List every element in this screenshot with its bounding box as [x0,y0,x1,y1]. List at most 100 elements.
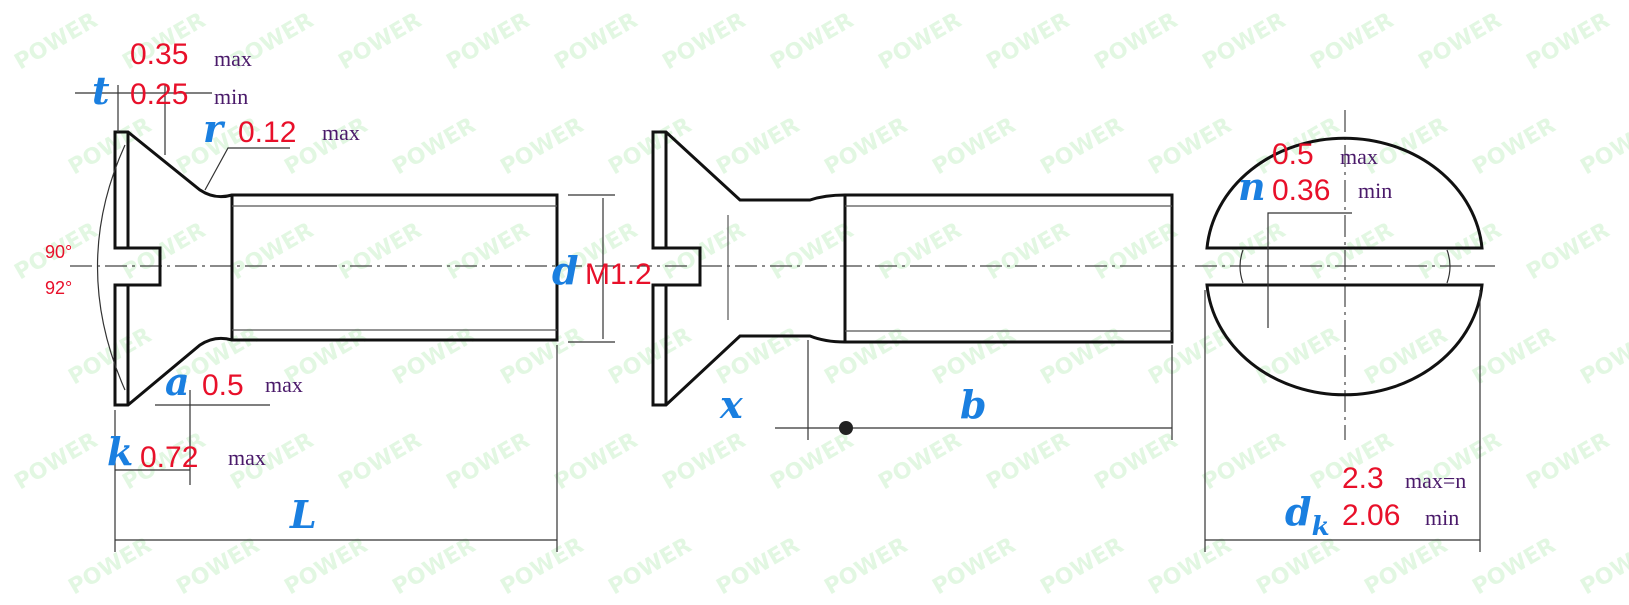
watermark-text: POWER [767,428,858,495]
watermark-text: POWER [713,533,804,600]
watermark-text: POWER [929,113,1020,180]
watermark-text: POWER [1577,113,1629,180]
dk-symbol-main: d [1285,489,1312,534]
b-symbol: b [960,382,987,427]
watermark-text: POWER [11,428,102,495]
x-symbol: x [719,382,744,427]
watermark-text: POWER [605,323,696,390]
watermark-text: POWER [1199,428,1290,495]
watermark-text: POWER [821,533,912,600]
watermark-text: POWER [821,323,912,390]
end-view [1204,136,1484,552]
watermark-text: POWER [1469,323,1560,390]
side-view-left [75,85,615,552]
watermark-text: POWER [1037,323,1128,390]
dk-min-value: 2.06 [1342,499,1400,532]
a-tag: max [265,372,303,397]
dk-symbol: dk [1285,489,1330,542]
watermark-text: POWER [605,533,696,600]
n-min-tag: min [1358,178,1392,203]
a-value: 0.5 [202,369,244,402]
dk-max-value: 2.3 [1342,462,1384,495]
watermark-text: POWER [713,113,804,180]
watermark-text: POWER [983,428,1074,495]
t-min-tag: min [214,84,248,109]
watermark-text: POWER [1037,533,1128,600]
t-max-value: 0.35 [130,38,188,71]
watermark-text: POWER [551,428,642,495]
d-symbol: d [552,248,579,293]
watermark-text: POWER [389,323,480,390]
watermark-text: POWER [281,533,372,600]
watermark-text: POWER [497,323,588,390]
watermark-text: POWER [335,218,426,285]
watermark-text: POWER [1415,8,1506,75]
k-tag: max [228,445,266,470]
watermark-text: POWER [929,323,1020,390]
t-min-value: 0.25 [130,78,188,111]
k-value: 0.72 [140,441,198,474]
dimension-origin-dot [839,421,853,435]
watermark-text: POWER [1523,218,1614,285]
watermark-text: POWER [1469,533,1560,600]
watermark-text: POWER [1361,323,1452,390]
angle-92: 92° [45,278,72,298]
watermark-text: POWER [875,428,966,495]
watermark-text: POWER [1145,533,1236,600]
watermark-text: POWER [1577,533,1629,600]
watermark-text: POWER [1199,8,1290,75]
n-max-value: 0.5 [1272,138,1314,171]
watermark-text: POWER [551,8,642,75]
watermark-text: POWER [389,533,480,600]
dk-min-tag: min [1425,505,1459,530]
watermark-text: POWER [875,8,966,75]
dk-max-tag: max=n [1405,468,1466,493]
watermark-text: POWER [1253,533,1344,600]
watermark-text: POWER [65,323,156,390]
watermark-text: POWER [335,428,426,495]
watermark-text: POWER [1253,323,1344,390]
watermark-text: POWER [1469,113,1560,180]
watermark-text: POWER [713,323,804,390]
watermark-text: POWER [875,218,966,285]
watermark-text: POWER [1307,8,1398,75]
watermark-text: POWER [389,113,480,180]
watermark-text: POWER [1523,428,1614,495]
watermark-text: POWER [497,113,588,180]
watermark-text: POWER [983,218,1074,285]
r-symbol: r [203,106,226,151]
watermark-text: POWER [929,533,1020,600]
t-symbol: t [92,68,110,113]
k-symbol: k [107,429,133,474]
watermark-text: POWER [119,218,210,285]
watermark-text: POWER [1091,8,1182,75]
watermark-text: POWER [1091,218,1182,285]
n-min-value: 0.36 [1272,174,1330,207]
n-max-tag: max [1340,144,1378,169]
watermark-text: POWER [443,218,534,285]
watermark-text: POWER [443,428,534,495]
watermark-text: POWER [173,533,264,600]
watermark-text: POWER [1361,533,1452,600]
watermark-text: POWER [767,8,858,75]
r-tag: max [322,120,360,145]
watermark-text: POWER [443,8,534,75]
r-value: 0.12 [238,116,296,149]
watermark-text: POWER [1091,428,1182,495]
side-view-middle [651,130,1174,440]
watermark-text: POWER [659,8,750,75]
a-symbol: a [165,359,190,404]
watermark-text: POWER [1415,218,1506,285]
watermark-text: POWER [983,8,1074,75]
watermark-text: POWER [227,218,318,285]
angle-90: 90° [45,242,72,262]
watermark-text: POWER [1145,113,1236,180]
watermark-text: POWER [11,8,102,75]
watermark-text: POWER [659,218,750,285]
n-symbol: n [1238,164,1266,209]
watermark-text: POWER [1523,8,1614,75]
watermark-text: POWER [65,533,156,600]
t-max-tag: max [214,46,252,71]
watermark-text: POWER [1037,113,1128,180]
